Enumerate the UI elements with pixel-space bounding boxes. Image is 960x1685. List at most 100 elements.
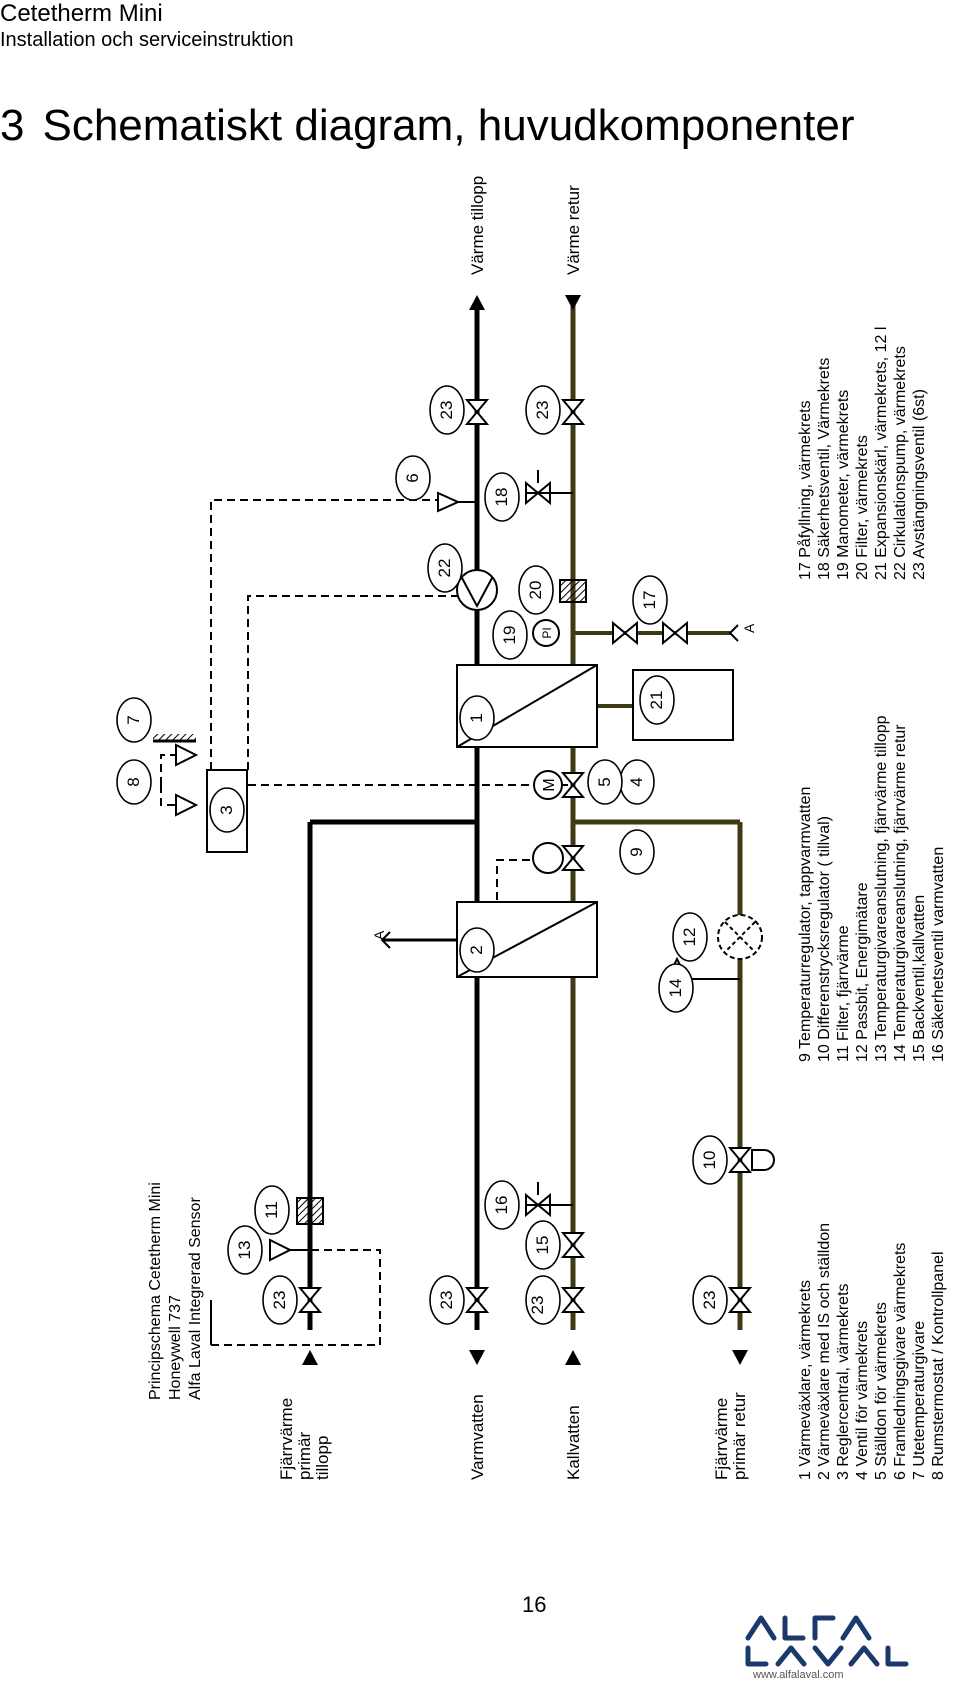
callout-label: 22: [435, 559, 454, 578]
fill-valve-1: [612, 622, 638, 644]
callout-23e: 23: [525, 1275, 561, 1325]
callout-label: 9: [627, 847, 646, 856]
callout-23a: 23: [429, 385, 465, 435]
alfa-laval-logo: www.alfalaval.com: [733, 1600, 943, 1681]
label-heating-return: Värme retur: [564, 185, 583, 275]
label-primary-supply-3: tillopp: [313, 1436, 332, 1480]
legend-17: 17 Påfyllning, värmekrets: [796, 400, 814, 580]
shutoff-valve-cold-water: [562, 1287, 584, 1313]
section-title: Schematiskt diagram, huvudkomponenter: [42, 101, 855, 150]
legend-9: 9 Temperaturregulator, tappvarmvatten: [797, 787, 814, 1062]
label-cold-water: Kallvatten: [564, 1405, 583, 1480]
motor-label: M: [541, 778, 558, 791]
callout-label: 23: [700, 1291, 719, 1310]
label-primary-return-2: primär retur: [730, 1392, 749, 1480]
callout-1: 1: [459, 695, 495, 741]
section-number: 3: [0, 101, 25, 150]
callout-label: 19: [500, 626, 519, 645]
callout-15: 15: [525, 1220, 561, 1270]
rotated-labels: Principschema Cetetherm Mini Honeywell 7…: [147, 176, 947, 1480]
label-primary-supply-1: Fjärrvärme: [277, 1398, 296, 1480]
callout-label: 21: [647, 691, 666, 710]
callout-14: 14: [658, 963, 694, 1013]
label-primary-supply-2: primär: [295, 1431, 314, 1480]
diff-pressure-actuator: [751, 1149, 775, 1171]
callout-label: 8: [124, 777, 143, 786]
pressure-gauge: [532, 619, 560, 647]
motor-symbol: [533, 770, 563, 800]
callout-label: 20: [526, 581, 545, 600]
callout-label: 2: [467, 945, 486, 954]
callout-label: 4: [627, 777, 646, 786]
label-heating-supply: Värme tillopp: [468, 176, 487, 275]
callout-22: 22: [427, 543, 463, 593]
schema-title-line-2: Honeywell 737: [167, 1295, 184, 1400]
legend-14: 14 Temperaturgivareanslutning, fjärrvärm…: [892, 724, 909, 1062]
callout-2: 2: [459, 927, 495, 973]
callout-9: 9: [619, 829, 655, 875]
circulation-pump: [456, 569, 498, 611]
section-heading: 3 Schematiskt diagram, huvudkomponenter: [0, 100, 854, 152]
legend-18: 18 Säkerhetsventil, Värmekrets: [816, 358, 833, 580]
diff-pressure-valve: [729, 1147, 751, 1173]
legend-8: 8 Rumstermostat / Kontrollpanel: [930, 1251, 947, 1480]
callout-23c: 23: [262, 1275, 298, 1325]
label-hot-water: Varmvatten: [468, 1394, 487, 1480]
callout-label: 10: [700, 1151, 719, 1170]
legend-16: 16 Säkerhetsventil varmvatten: [930, 847, 947, 1062]
legend-10: 10 Differenstrycksregulator ( tillval): [816, 816, 833, 1062]
shutoff-valve-primary-supply: [299, 1287, 321, 1313]
legend-20: 20 Filter, värmekrets: [854, 435, 871, 580]
callout-label: 6: [403, 473, 422, 482]
callout-4: 4: [619, 759, 655, 805]
callout-23f: 23: [692, 1275, 728, 1325]
callout-10: 10: [692, 1135, 728, 1185]
legend-11: 11 Filter, fjärrvärme: [835, 925, 852, 1062]
callout-18: 18: [484, 472, 520, 522]
legend-19: 19 Manometer, värmekrets: [835, 390, 852, 580]
component-callouts: 1 2 3 4 5 6 7 8 9 10 11 12 13 14 15 16 1…: [116, 385, 728, 1325]
vent-label-fill: A: [741, 623, 757, 633]
callout-label: 5: [595, 777, 614, 786]
callout-16: 16: [484, 1180, 520, 1230]
callout-label: 12: [680, 928, 699, 947]
document-product-title: Cetetherm Mini: [0, 0, 163, 27]
logo-url: www.alfalaval.com: [752, 1669, 843, 1680]
legend-23: 23 Avstängningsventil (6st): [911, 389, 928, 580]
legend-3: 3 Reglercentral, värmekrets: [835, 1283, 852, 1480]
callout-label: 15: [533, 1236, 552, 1255]
callout-11: 11: [254, 1185, 290, 1235]
callout-5: 5: [587, 759, 623, 805]
legend-2: 2 Värmeväxlare med IS och ställdon: [816, 1223, 833, 1480]
callout-label: 17: [640, 591, 659, 610]
legend-1: 1 Värmeväxlare, värmekrets: [797, 1280, 814, 1480]
legend-4: 4 Ventil för värmekrets: [854, 1321, 871, 1480]
callout-label: 18: [492, 488, 511, 507]
energy-meter: [717, 914, 763, 960]
callout-23b: 23: [525, 385, 561, 435]
callout-13: 13: [227, 1225, 263, 1275]
callout-6: 6: [395, 455, 431, 501]
legend-15: 15 Backventil,kallvatten: [911, 895, 928, 1062]
gauge-label: PI: [540, 627, 554, 638]
callout-3: 3: [209, 787, 245, 833]
callout-label: 23: [270, 1291, 289, 1310]
callout-label: 13: [235, 1241, 254, 1260]
callout-19: 19: [492, 610, 528, 660]
callout-12: 12: [672, 912, 708, 962]
callout-17: 17: [632, 575, 668, 625]
callout-label: 23: [533, 401, 552, 420]
shutoff-valve-hot-water: [466, 1287, 488, 1313]
temperature-regulator-valve: [562, 845, 584, 871]
signal-lines: [160, 499, 573, 1346]
label-primary-return-1: Fjärrvärme: [712, 1398, 731, 1480]
callout-20: 20: [518, 565, 554, 615]
document-subtitle: Installation och serviceinstruktion: [0, 29, 294, 51]
callout-label: 1: [467, 713, 486, 722]
legend-13: 13 Temperaturgivareanslutning, fjärrvärm…: [873, 715, 890, 1062]
callout-21: 21: [639, 675, 675, 725]
legend-22: 22 Cirkulationspump, värmekrets: [892, 346, 909, 580]
vent-symbols: [380, 624, 739, 949]
callout-label: 3: [217, 805, 236, 814]
